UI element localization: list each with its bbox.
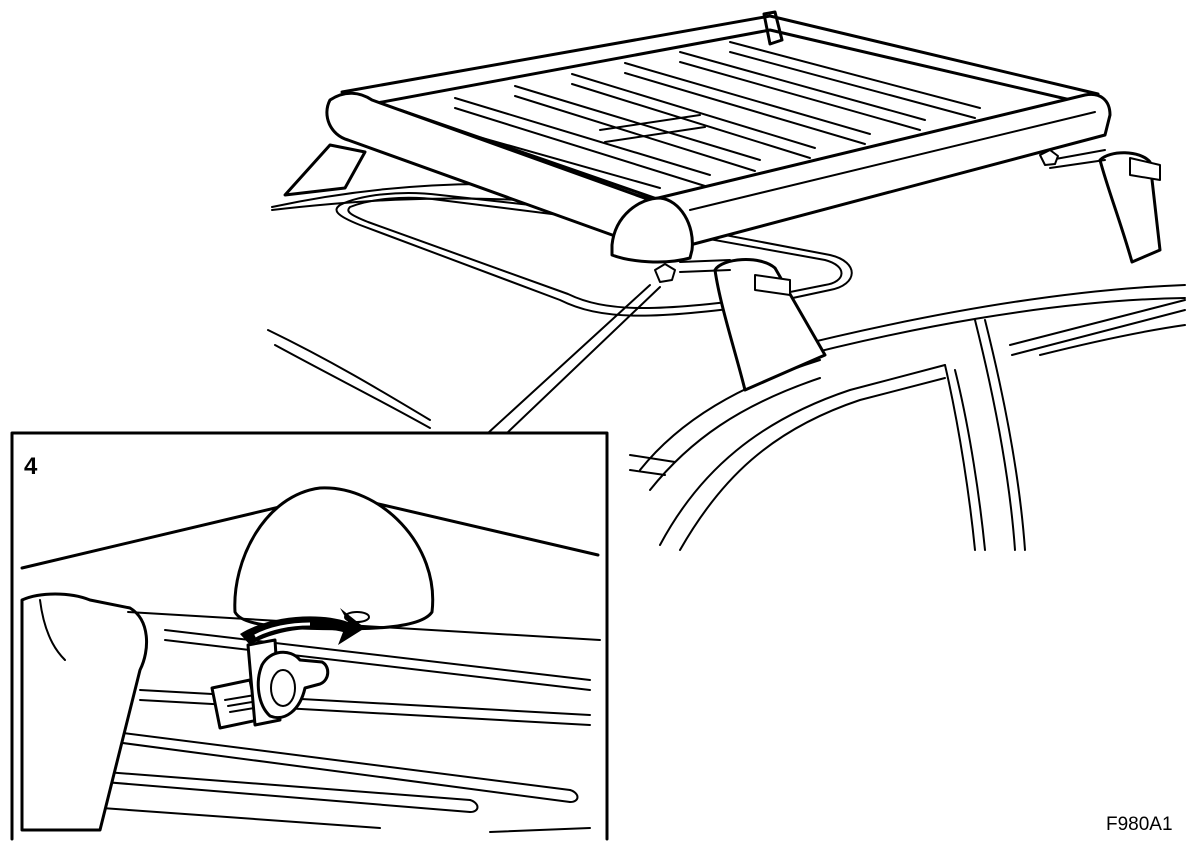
detail-inset	[10, 431, 609, 841]
figure-code-label: F980A1	[1106, 814, 1173, 835]
step-number-label: 4	[24, 453, 38, 480]
roof-rack	[283, 10, 1162, 392]
leader-lines	[487, 284, 661, 434]
